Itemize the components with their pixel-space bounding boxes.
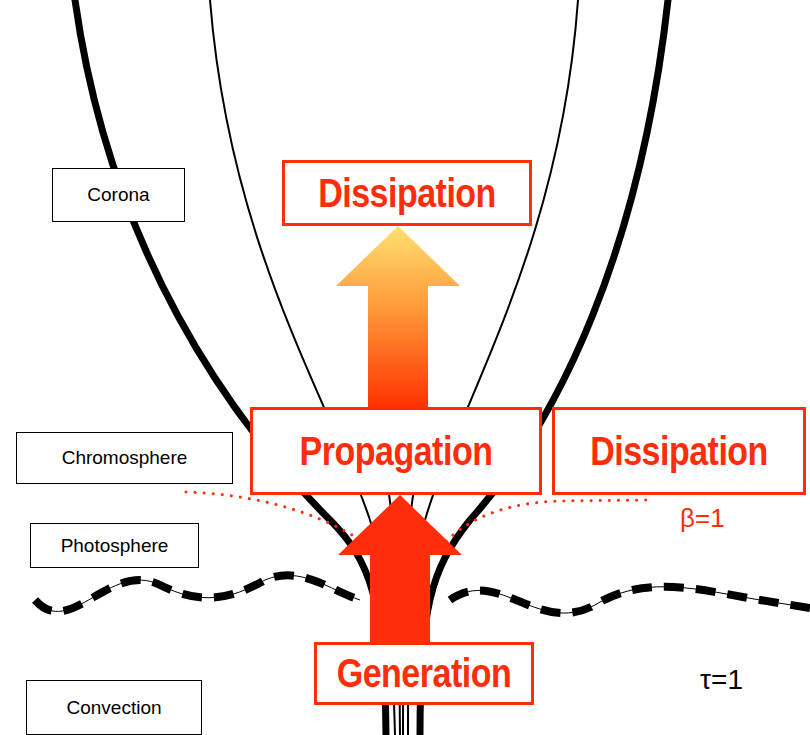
stage-title: Dissipation — [590, 428, 768, 475]
process-box: Propagation — [250, 407, 542, 495]
block-arrow — [336, 226, 460, 407]
layer-label: Photosphere — [30, 523, 199, 568]
flux-line — [408, 0, 578, 735]
process-box: Dissipation — [552, 407, 806, 495]
layer-name: Corona — [87, 184, 149, 206]
layer-name: Chromosphere — [62, 447, 188, 469]
stage-title: Propagation — [300, 428, 493, 475]
flux-line — [420, 0, 668, 735]
beta-label: β=1 — [680, 503, 725, 534]
flux-line — [210, 0, 395, 735]
process-box: Dissipation — [282, 160, 532, 226]
layer-label: Convection — [26, 680, 202, 735]
process-box: Generation — [314, 642, 534, 705]
layer-name: Photosphere — [61, 535, 169, 557]
layer-label: Corona — [52, 168, 185, 222]
layer-name: Convection — [66, 697, 161, 719]
layer-label: Chromosphere — [16, 432, 233, 484]
tau-label: τ=1 — [700, 664, 743, 696]
block-arrow — [338, 495, 462, 642]
stage-title: Dissipation — [318, 170, 496, 217]
flux-line — [75, 0, 386, 735]
stage-title: Generation — [337, 650, 511, 697]
